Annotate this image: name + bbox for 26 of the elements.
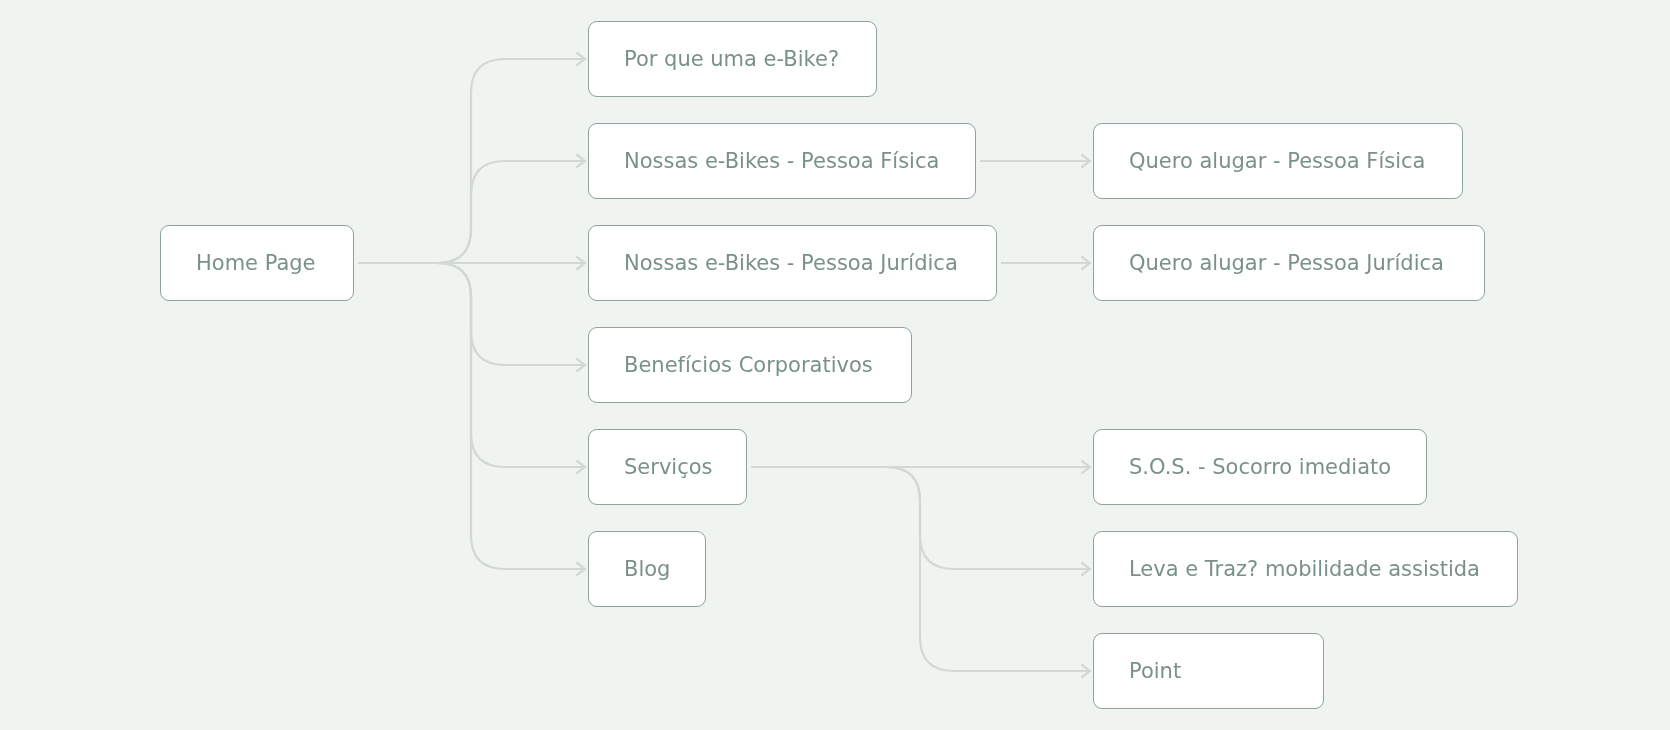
page-label: Benefícios Corporativos (624, 353, 873, 377)
page-label: Nossas e-Bikes - Pessoa Jurídica (624, 251, 958, 275)
page-box (588, 531, 706, 607)
page-box (160, 225, 354, 301)
page-box (1093, 123, 1463, 199)
page-box (1093, 531, 1518, 607)
page-box (588, 429, 747, 505)
page-label: Por que uma e-Bike? (624, 47, 840, 71)
page-label: Blog (624, 557, 671, 581)
page-box (588, 327, 912, 403)
page-label: S.O.S. - Socorro imediato (1129, 455, 1392, 479)
page-box (588, 225, 997, 301)
page-box (1093, 225, 1485, 301)
page-box (1093, 633, 1324, 709)
page-label: Serviços (624, 455, 713, 479)
page-label: Point (1129, 659, 1182, 683)
connector-arrow (1001, 255, 1092, 271)
connector-arrow (980, 153, 1092, 169)
page-label: Quero alugar - Pessoa Física (1129, 149, 1426, 173)
page-label: Home Page (196, 251, 316, 275)
page-label: Leva e Traz? mobilidade assistida (1129, 557, 1480, 581)
page-box (1093, 429, 1427, 505)
page-label: Quero alugar - Pessoa Jurídica (1129, 251, 1444, 275)
page-box (588, 21, 877, 97)
page-box (588, 123, 976, 199)
page-label: Nossas e-Bikes - Pessoa Física (624, 149, 940, 173)
